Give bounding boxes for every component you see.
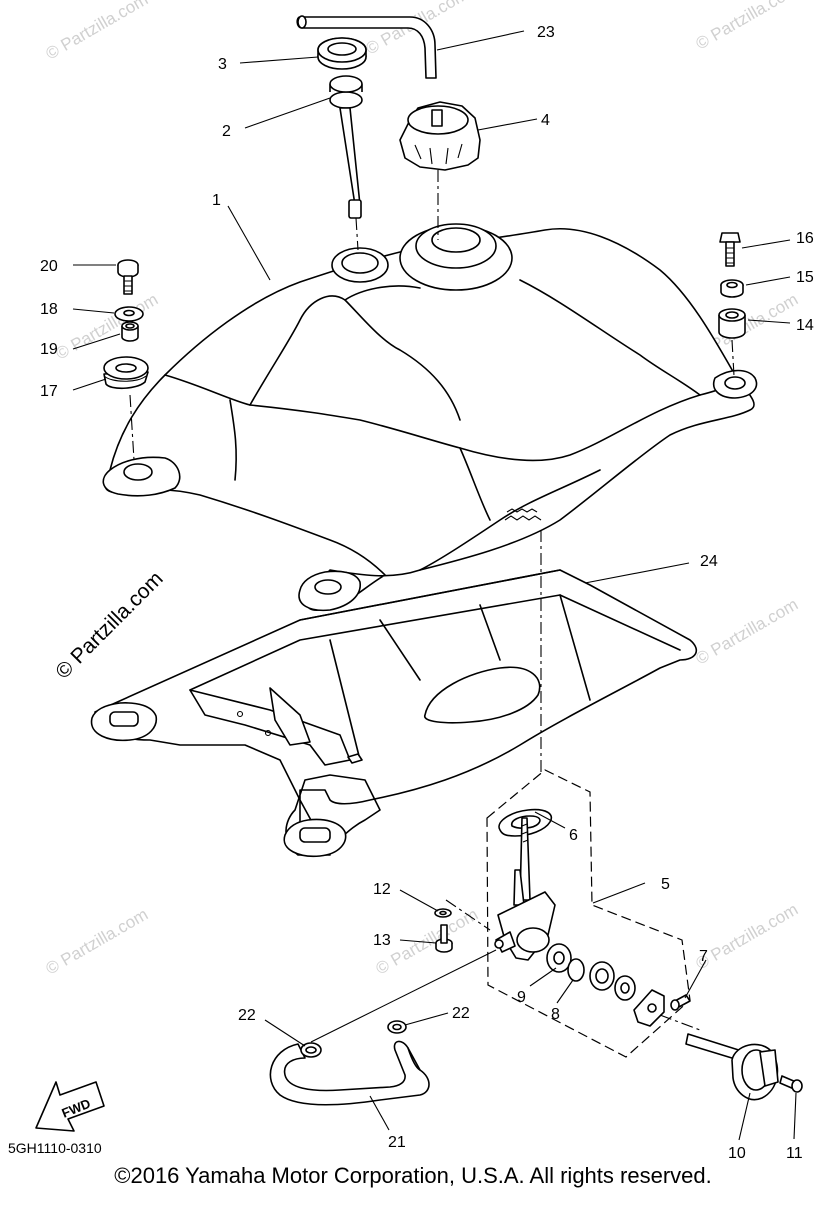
- diagram-code: 5GH1110-0310: [8, 1140, 102, 1156]
- callout-8: 8: [551, 1006, 560, 1023]
- callout-9: 9: [517, 989, 526, 1006]
- fuel-hose-21: [269, 1040, 430, 1106]
- watermark: © Partzilla.com: [693, 900, 802, 974]
- callout-16: 16: [796, 230, 814, 247]
- collar-15: [720, 279, 744, 298]
- fuel-cap-4: [399, 101, 481, 171]
- callout-22b: 22: [452, 1005, 470, 1022]
- callout-11: 11: [786, 1145, 803, 1162]
- bolt-20: [117, 259, 139, 295]
- callout-7: 7: [699, 948, 708, 965]
- callout-1: 1: [212, 192, 221, 209]
- clip-22b: [387, 1020, 407, 1034]
- watermark: © Partzilla.com: [693, 595, 802, 669]
- damper-14: [718, 308, 746, 339]
- o-ring-8: [567, 958, 585, 982]
- callout-14: 14: [796, 317, 814, 334]
- callout-5: 5: [661, 876, 670, 893]
- leader-lines: [72, 30, 797, 1141]
- callout-12: 12: [373, 881, 391, 898]
- callout-19: 19: [40, 341, 58, 358]
- lever-plate: [589, 961, 615, 991]
- damper-17: [103, 356, 149, 390]
- watermark: © Partzilla.com: [43, 0, 152, 63]
- callout-24: 24: [700, 553, 718, 570]
- collar-19: [121, 321, 139, 342]
- callout-6: 6: [569, 827, 578, 844]
- assembly-lines: [129, 170, 735, 1043]
- grommet-3: [317, 37, 367, 70]
- watermark: © Partzilla.com: [43, 905, 152, 979]
- wave-washer: [614, 975, 636, 1001]
- watermark: © Partzilla.com: [693, 0, 802, 53]
- fwd-arrow-icon: FWD: [35, 1081, 105, 1132]
- copyright-footer: ©2016 Yamaha Motor Corporation, U.S.A. A…: [114, 1163, 712, 1188]
- callout-2: 2: [222, 123, 231, 140]
- callout-21: 21: [388, 1134, 406, 1151]
- callout-10: 10: [728, 1145, 746, 1162]
- gasket-9: [546, 943, 572, 973]
- fuel-tank: [102, 223, 758, 612]
- callout-13: 13: [373, 932, 391, 949]
- side-watermark: © Partzilla.com: [51, 567, 167, 683]
- fuel-cock-assy-boundary: [486, 769, 691, 1058]
- tank-tray: [90, 569, 698, 858]
- fuel-sender-2: [329, 75, 363, 219]
- screw-11: [779, 1075, 803, 1093]
- screw-7: [670, 994, 691, 1011]
- callout-17: 17: [40, 383, 58, 400]
- fuel-cock-5: [494, 817, 556, 961]
- bolt-16: [719, 232, 741, 267]
- callout-18: 18: [40, 301, 58, 318]
- watermark: © Partzilla.com: [53, 290, 162, 364]
- callout-3: 3: [218, 56, 227, 73]
- callout-20: 20: [40, 258, 58, 275]
- lever-10: [685, 1033, 779, 1101]
- callout-15: 15: [796, 269, 814, 286]
- clip-22a: [300, 1042, 322, 1058]
- washer-12: [434, 908, 452, 918]
- callout-4: 4: [541, 112, 550, 129]
- cock-cover: [633, 989, 665, 1027]
- callout-labels: 23 3 2 4 1 16 15 14 20 18 19 17 24 6 5 1…: [40, 24, 814, 1162]
- callout-23: 23: [537, 24, 555, 41]
- callout-22a: 22: [238, 1007, 256, 1024]
- washer-18: [114, 306, 144, 322]
